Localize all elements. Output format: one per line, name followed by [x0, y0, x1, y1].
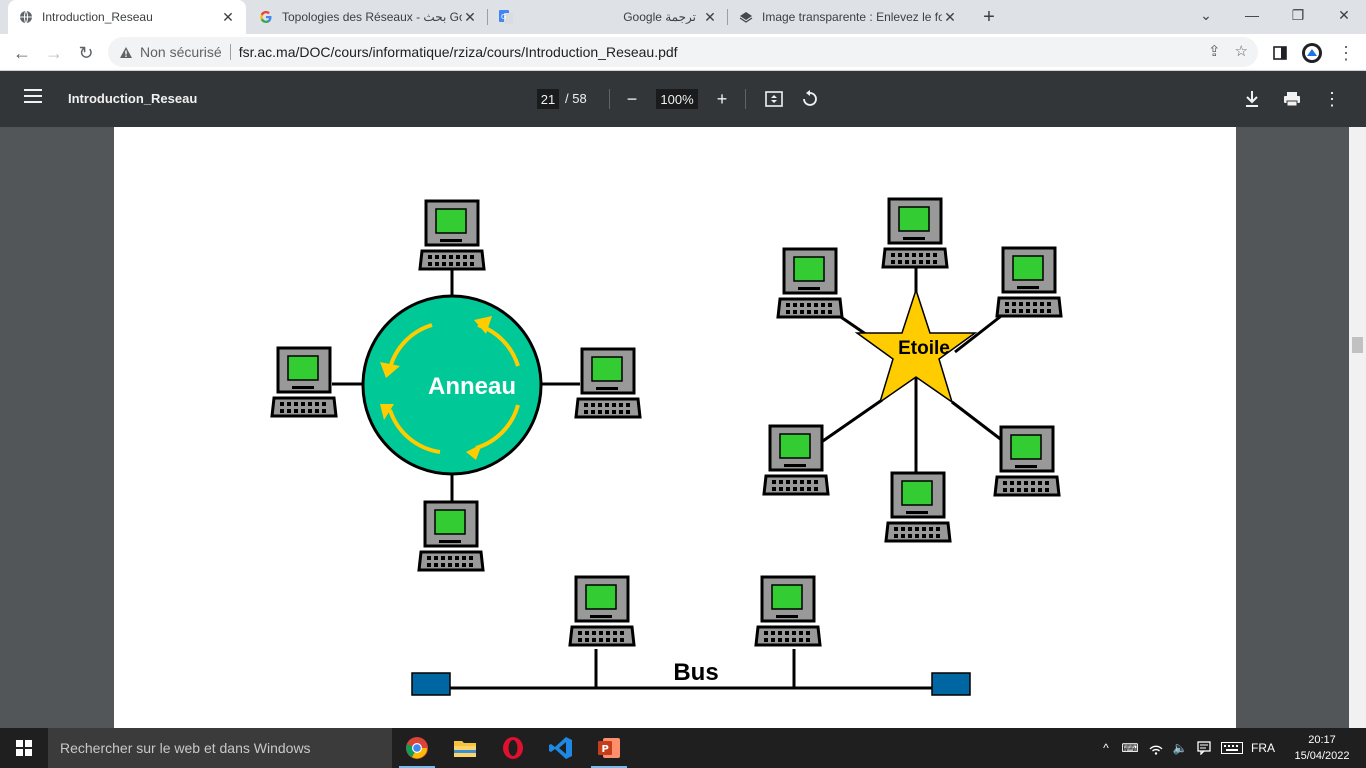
volume-icon[interactable]: 🔈: [1172, 741, 1188, 755]
ring-label: Anneau: [428, 373, 516, 400]
google-translate-icon: G: [498, 9, 514, 25]
restore-button[interactable]: ❐: [1291, 6, 1305, 23]
computer-icon: [568, 575, 636, 647]
globe-icon: [18, 9, 34, 25]
svg-text:G: G: [501, 13, 506, 21]
computer-icon: [417, 500, 485, 572]
computer-icon: [995, 246, 1063, 318]
computer-icon: [418, 199, 486, 271]
clock-time: 20:17: [1308, 734, 1336, 746]
powerpoint-icon[interactable]: P: [585, 728, 633, 768]
star-hub: [854, 287, 978, 404]
computer-icon: [884, 471, 952, 543]
bus-topology: Bus: [411, 575, 971, 696]
pdf-toolbar: Introduction_Reseau 21 / 58 − 100% + ⋮: [0, 71, 1366, 127]
windows-taskbar: Rechercher sur le web et dans Windows P …: [0, 728, 1366, 768]
computer-icon: [270, 346, 338, 418]
menu-icon[interactable]: [24, 89, 42, 109]
svg-text:P: P: [602, 744, 609, 755]
close-tab-icon[interactable]: ✕: [944, 8, 956, 25]
tab-label: Introduction_Reseau: [42, 10, 153, 24]
computer-icon: [881, 197, 949, 269]
vertical-scrollbar[interactable]: [1349, 127, 1366, 728]
pdf-viewer: Anneau Etoile: [0, 127, 1366, 728]
clock-date: 15/04/2022: [1294, 750, 1350, 762]
warning-icon[interactable]: [118, 44, 134, 60]
close-tab-icon[interactable]: ✕: [704, 8, 716, 25]
side-panel-icon[interactable]: [1266, 39, 1294, 67]
back-button[interactable]: ←: [13, 42, 31, 63]
pdf-title: Introduction_Reseau: [68, 91, 198, 106]
total-pages: / 58: [565, 91, 587, 106]
taskbar-clock[interactable]: 20:17 15/04/2022: [1282, 732, 1362, 764]
page-number-input[interactable]: 21: [537, 89, 559, 109]
taskbar-search-input[interactable]: Rechercher sur le web et dans Windows: [48, 728, 392, 768]
tab-separator: [487, 9, 488, 25]
computer-icon: [754, 575, 822, 647]
toolbar-divider: [745, 89, 746, 109]
url-text[interactable]: fsr.ac.ma/DOC/cours/informatique/rziza/c…: [238, 44, 678, 60]
close-tab-icon[interactable]: ✕: [464, 8, 476, 25]
opera-icon[interactable]: [489, 728, 537, 768]
bus-terminator: [411, 672, 451, 696]
close-window-button[interactable]: ✕: [1338, 6, 1350, 23]
keyboard-icon[interactable]: [1218, 728, 1246, 768]
tab-google-translate[interactable]: G Google ترجمة ✕: [488, 0, 728, 34]
network-topologies-diagram: Anneau Etoile: [270, 197, 1063, 696]
bookmark-star-icon[interactable]: ☆: [1234, 43, 1248, 60]
ring-topology: Anneau: [270, 199, 642, 572]
tab-separator: [727, 9, 728, 25]
file-explorer-icon[interactable]: [441, 728, 489, 768]
zoom-out-button[interactable]: −: [626, 88, 638, 109]
rotate-icon[interactable]: [798, 87, 822, 111]
reload-button[interactable]: ↻: [78, 42, 94, 63]
close-tab-icon[interactable]: ✕: [222, 8, 234, 25]
zoom-in-button[interactable]: +: [716, 88, 728, 109]
tab-remove-background[interactable]: Image transparente : Enlevez le fo ✕: [728, 0, 968, 34]
computer-icon: [762, 424, 830, 496]
chrome-menu-icon[interactable]: ⋮: [1337, 42, 1355, 63]
download-icon[interactable]: [1240, 87, 1264, 111]
omnibox-divider: [229, 44, 231, 60]
browser-toolbar: ← → ↻ Non sécurisé fsr.ac.ma/DOC/cours/i…: [0, 34, 1366, 71]
language-indicator[interactable]: FRA: [1251, 741, 1275, 755]
computer-icon: [574, 347, 642, 419]
notification-icon[interactable]: [1192, 728, 1216, 768]
tab-label: Topologies des Réseaux - بحث Go: [282, 10, 462, 24]
zoom-input[interactable]: 100%: [656, 89, 698, 109]
toolbar-divider: [609, 89, 610, 109]
print-icon[interactable]: [1280, 87, 1304, 111]
computer-icon: [993, 425, 1061, 497]
address-bar[interactable]: Non sécurisé fsr.ac.ma/DOC/cours/informa…: [108, 37, 1258, 67]
show-hidden-icons-chevron[interactable]: ^: [1103, 741, 1109, 755]
input-method-icon[interactable]: ⌨: [1121, 741, 1139, 755]
profile-avatar[interactable]: [1298, 39, 1326, 67]
minimize-button[interactable]: —: [1245, 7, 1259, 23]
tab-label: Image transparente : Enlevez le fo: [762, 10, 942, 24]
tab-strip: Introduction_Reseau ✕ Topologies des Rés…: [0, 0, 1366, 34]
google-g-icon: [258, 9, 274, 25]
tab-label: Google ترجمة: [623, 10, 696, 24]
wifi-icon[interactable]: [1144, 728, 1168, 768]
tab-topologies-search[interactable]: Topologies des Réseaux - بحث Go ✕: [248, 0, 488, 34]
fit-page-icon[interactable]: [762, 87, 786, 111]
vscode-icon[interactable]: [537, 728, 585, 768]
forward-button[interactable]: →: [45, 42, 63, 63]
bus-terminator: [931, 672, 971, 696]
remove-bg-icon: [738, 9, 754, 25]
security-label[interactable]: Non sécurisé: [140, 44, 222, 60]
computer-icon: [776, 247, 844, 319]
tab-search-chevron-icon[interactable]: ⌄: [1200, 6, 1212, 23]
chrome-icon[interactable]: [393, 728, 441, 768]
scrollbar-thumb[interactable]: [1352, 337, 1363, 353]
tab-introduction-reseau[interactable]: Introduction_Reseau ✕: [8, 0, 246, 34]
windows-start-icon[interactable]: [0, 728, 48, 768]
bus-label: Bus: [673, 659, 718, 686]
pdf-page: Anneau Etoile: [114, 127, 1236, 728]
star-label: Etoile: [898, 338, 950, 359]
share-icon[interactable]: ⇪: [1207, 43, 1221, 60]
new-tab-button[interactable]: +: [983, 5, 995, 28]
more-options-icon[interactable]: ⋮: [1323, 88, 1341, 109]
star-topology: Etoile: [762, 197, 1063, 543]
